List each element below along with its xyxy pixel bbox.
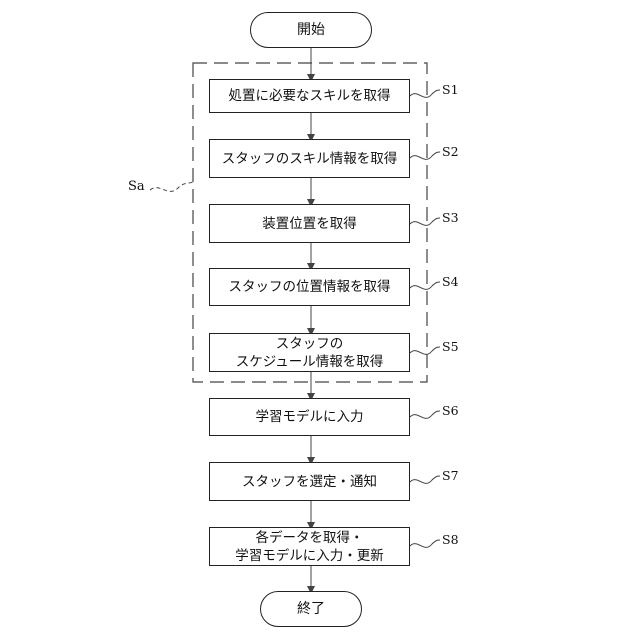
- step-id-s4: S4: [442, 274, 459, 289]
- end-label: 終了: [297, 600, 325, 618]
- step-box-s3: 装置位置を取得: [209, 204, 410, 243]
- end-terminator: 終了: [260, 591, 362, 627]
- group-label-sa: Sa: [128, 179, 145, 194]
- leader-s6: [410, 411, 440, 418]
- start-label: 開始: [297, 21, 325, 39]
- step-box-s6: 学習モデルに入力: [209, 398, 410, 436]
- step-label-s7: スタッフを選定・通知: [242, 473, 377, 491]
- step-id-s6: S6: [442, 403, 459, 418]
- step-label-s1: 処置に必要なスキルを取得: [229, 87, 391, 105]
- leader-s1: [410, 90, 440, 97]
- leader-s2: [410, 152, 440, 159]
- step-box-s2: スタッフのスキル情報を取得: [209, 139, 410, 178]
- step-box-s4: スタッフの位置情報を取得: [209, 268, 410, 306]
- start-terminator: 開始: [250, 12, 372, 48]
- step-box-s5: スタッフの スケジュール情報を取得: [209, 333, 410, 372]
- step-id-s7: S7: [442, 468, 459, 483]
- step-label-s2: スタッフのスキル情報を取得: [222, 150, 398, 168]
- leader-s8: [410, 540, 440, 547]
- step-id-s3: S3: [442, 210, 459, 225]
- step-label-s6: 学習モデルに入力: [256, 408, 364, 426]
- step-box-s7: スタッフを選定・通知: [209, 462, 410, 501]
- step-label-s5: スタッフの スケジュール情報を取得: [236, 335, 384, 371]
- leader-sa: [150, 182, 193, 191]
- leader-s3: [410, 218, 440, 225]
- step-id-s1: S1: [442, 82, 459, 97]
- step-box-s1: 処置に必要なスキルを取得: [209, 79, 410, 113]
- step-label-s3: 装置位置を取得: [262, 215, 357, 233]
- step-id-s8: S8: [442, 532, 459, 547]
- step-id-s5: S5: [442, 339, 459, 354]
- step-box-s8: 各データを取得・ 学習モデルに入力・更新: [209, 527, 410, 566]
- step-id-s2: S2: [442, 144, 459, 159]
- step-label-s8: 各データを取得・ 学習モデルに入力・更新: [235, 529, 384, 565]
- step-label-s4: スタッフの位置情報を取得: [229, 278, 391, 296]
- leader-s5: [410, 347, 440, 354]
- leader-s7: [410, 476, 440, 483]
- leader-s4: [410, 282, 440, 289]
